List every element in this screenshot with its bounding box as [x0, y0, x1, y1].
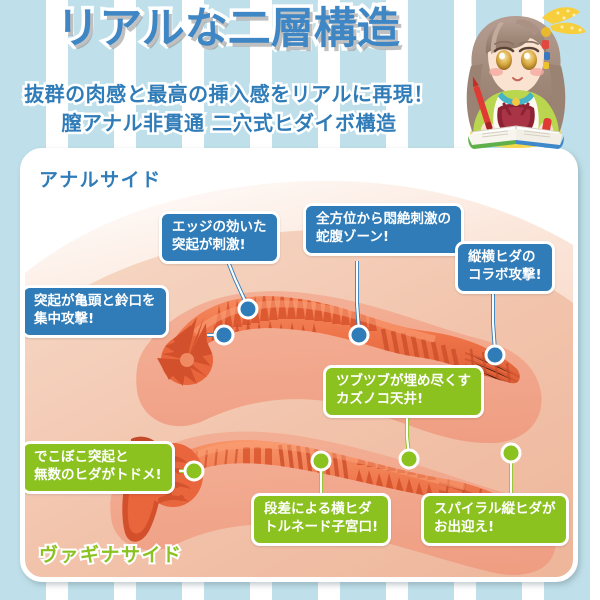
callout-line-2: コラボ攻撃! — [468, 266, 542, 283]
callout-vertical-horizontal[interactable]: 縦横ヒダの コラボ攻撃! — [455, 241, 555, 294]
callout-glans-attack[interactable]: 突起が亀頭と鈴口を 集中攻撃! — [25, 285, 169, 338]
callout-bumpy-folds[interactable]: でこぼこ突起と 無数のヒダがトドメ! — [25, 441, 175, 494]
callout-line-2: 無数のヒダがトドメ! — [34, 466, 162, 483]
callout-line-1: 全方位から悶絶刺激の — [316, 211, 451, 227]
page-title: リアルな二層構造 — [53, 2, 404, 57]
subtitle-line-2: 膣アナル非貫通 二穴式ヒダイボ構造 — [59, 109, 399, 138]
callout-line-1: 縦横ヒダの — [468, 249, 536, 265]
callout-line-2: 蛇腹ゾーン! — [316, 228, 389, 245]
anal-side-label: アナルサイド — [37, 167, 162, 193]
feature-card: アナルサイド ヴァギナサイド — [20, 148, 578, 582]
callout-line-2: 突起が刺激! — [172, 236, 246, 253]
callout-line-1: ツブツブが埋め尽くす — [336, 373, 471, 389]
callout-line-2: お出迎え! — [434, 518, 495, 535]
banner-header: リアルな二層構造 抜群の肉感と最高の挿入感をリアルに再現！ 膣アナル非貫通 二穴… — [0, 0, 600, 149]
callout-line-1: でこぼこ突起と — [34, 449, 129, 465]
callout-line-1: スパイラル縦ヒダが — [434, 501, 556, 517]
callout-line-1: エッジの効いた — [172, 219, 267, 235]
callout-all-direction[interactable]: 全方位から悶絶刺激の 蛇腹ゾーン! — [303, 203, 464, 256]
subtitle-group: 抜群の肉感と最高の挿入感をリアルに再現！ 膣アナル非貫通 二穴式ヒダイボ構造 — [14, 80, 444, 138]
vagina-side-label: ヴァギナサイド — [37, 542, 183, 568]
callout-line-1: 突起が亀頭と鈴口を — [34, 293, 156, 309]
anime-girl-reading-book-icon — [438, 2, 598, 152]
callout-line-2: カズノコ天井! — [336, 390, 424, 407]
subtitle-line-1: 抜群の肉感と最高の挿入感をリアルに再現！ — [22, 80, 436, 109]
callout-line-1: 段差による横ヒダ — [264, 501, 372, 517]
callout-edge-bump[interactable]: エッジの効いた 突起が刺激! — [159, 211, 280, 264]
callout-line-2: トルネード子宮口! — [264, 518, 379, 535]
callout-kazunoko-ceiling[interactable]: ツブツブが埋め尽くす カズノコ天井! — [323, 365, 484, 418]
callout-spiral-folds[interactable]: スパイラル縦ヒダが お出迎え! — [421, 493, 569, 546]
callout-tornado-cervix[interactable]: 段差による横ヒダ トルネード子宮口! — [251, 493, 392, 546]
callout-line-2: 集中攻撃! — [34, 310, 95, 327]
